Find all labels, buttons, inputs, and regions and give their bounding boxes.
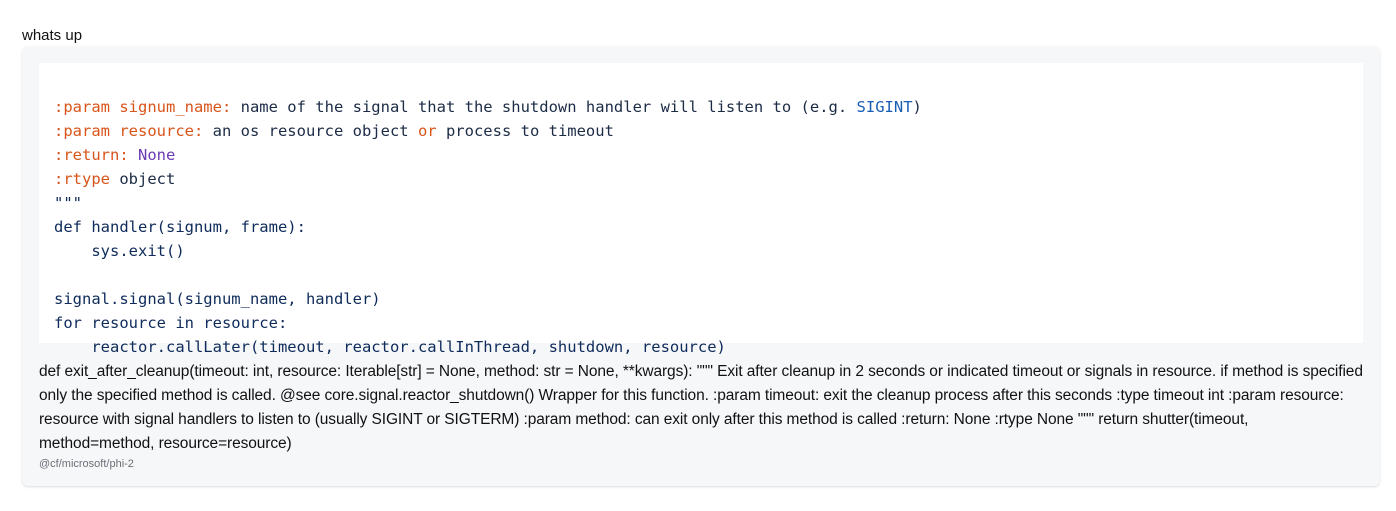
return-tag: :return: [54, 146, 129, 164]
code-line-1: :param signum_name: name of the signal t… [54, 95, 1363, 119]
code-line-8 [54, 263, 1363, 287]
code-line-2: :param resource: an os resource object o… [54, 119, 1363, 143]
code-text: process to timeout [436, 122, 614, 140]
code-line-10: for resource in resource: [54, 314, 288, 332]
param-tag: :param signum_name: [54, 98, 232, 116]
param-tag: :param resource: [54, 122, 204, 140]
code-text: object [110, 170, 176, 188]
code-text: ) [912, 98, 922, 116]
user-message: whats up [22, 27, 83, 44]
code-block: :param signum_name: name of the signal t… [39, 63, 1363, 356]
code-line-7: sys.exit() [54, 242, 185, 260]
code-constant: None [138, 146, 176, 164]
code-line-4: :rtype object [54, 167, 1363, 191]
code-line-3: :return: None [54, 143, 1363, 167]
reply-text: def exit_after_cleanup(timeout: int, res… [39, 363, 1363, 452]
model-tag: @cf/microsoft/phi-2 [39, 458, 134, 470]
code-constant: SIGINT [856, 98, 913, 116]
rtype-tag: :rtype [54, 170, 110, 188]
code-text: an os resource object [203, 122, 418, 140]
code-text [129, 146, 138, 164]
assistant-reply: :param signum_name: name of the signal t… [22, 46, 1380, 486]
code-line-5: """ [54, 194, 82, 212]
code-line-11: reactor.callLater(timeout, reactor.callI… [54, 338, 726, 356]
code-line-6: def handler(signum, frame): [54, 218, 306, 236]
code-text: name of the signal that the shutdown han… [231, 98, 857, 116]
code-line-9: signal.signal(signum_name, handler) [54, 290, 381, 308]
code-keyword: or [417, 122, 437, 140]
